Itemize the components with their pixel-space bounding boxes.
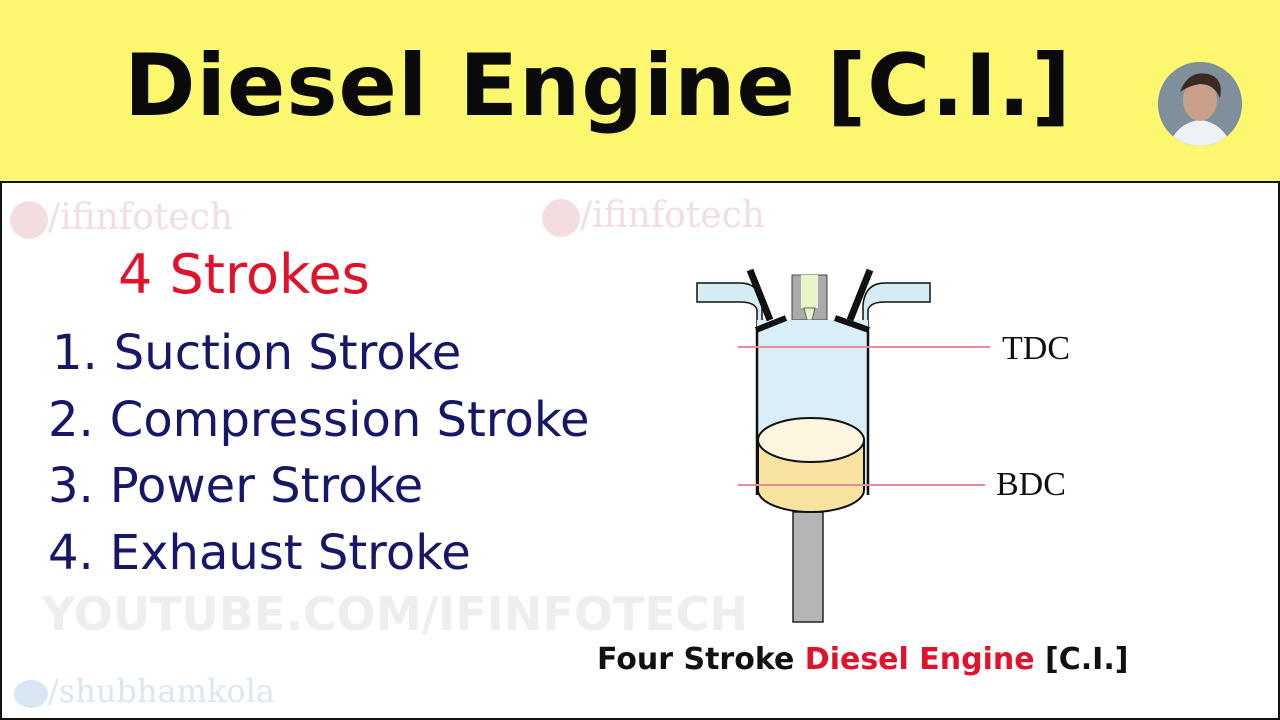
bdc-label: BDC [996,466,1066,503]
watermark-youtube-left: /ifinfotech [10,197,233,239]
intake-valve [746,268,788,333]
exhaust-valve [834,268,874,333]
exhaust-port [862,282,931,331]
fuel-injector [791,274,828,321]
stroke-item: 3.Power Stroke [48,458,424,514]
avatar [1158,62,1242,146]
youtube-icon [542,199,580,237]
engine-cylinder-diagram: TDC BDC [696,268,1070,623]
piston [757,417,865,513]
content-panel: YOUTUBE.COM/IFINFOTECH /ifinfotech /ifin… [0,181,1280,720]
stroke-item: 2.Compression Stroke [48,392,590,448]
connecting-rod [792,511,824,623]
strokes-heading: 4 Strokes [118,243,370,306]
page-title: Diesel Engine [C.I.] [124,36,1072,136]
intake-port [696,282,763,331]
header-banner: Diesel Engine [C.I.] [0,0,1280,181]
diagram-caption: Four Stroke Diesel Engine [C.I.] [597,642,1129,677]
stroke-item: 1.Suction Stroke [52,325,462,381]
tdc-label: TDC [1002,330,1070,367]
twitter-icon [14,679,48,708]
watermark-twitter: /shubhamkola [14,673,275,710]
watermark-diagonal: YOUTUBE.COM/IFINFOTECH [42,587,748,641]
youtube-icon [10,201,48,239]
watermark-youtube-center: /ifinfotech [542,195,765,237]
stroke-item: 4.Exhaust Stroke [48,525,471,581]
